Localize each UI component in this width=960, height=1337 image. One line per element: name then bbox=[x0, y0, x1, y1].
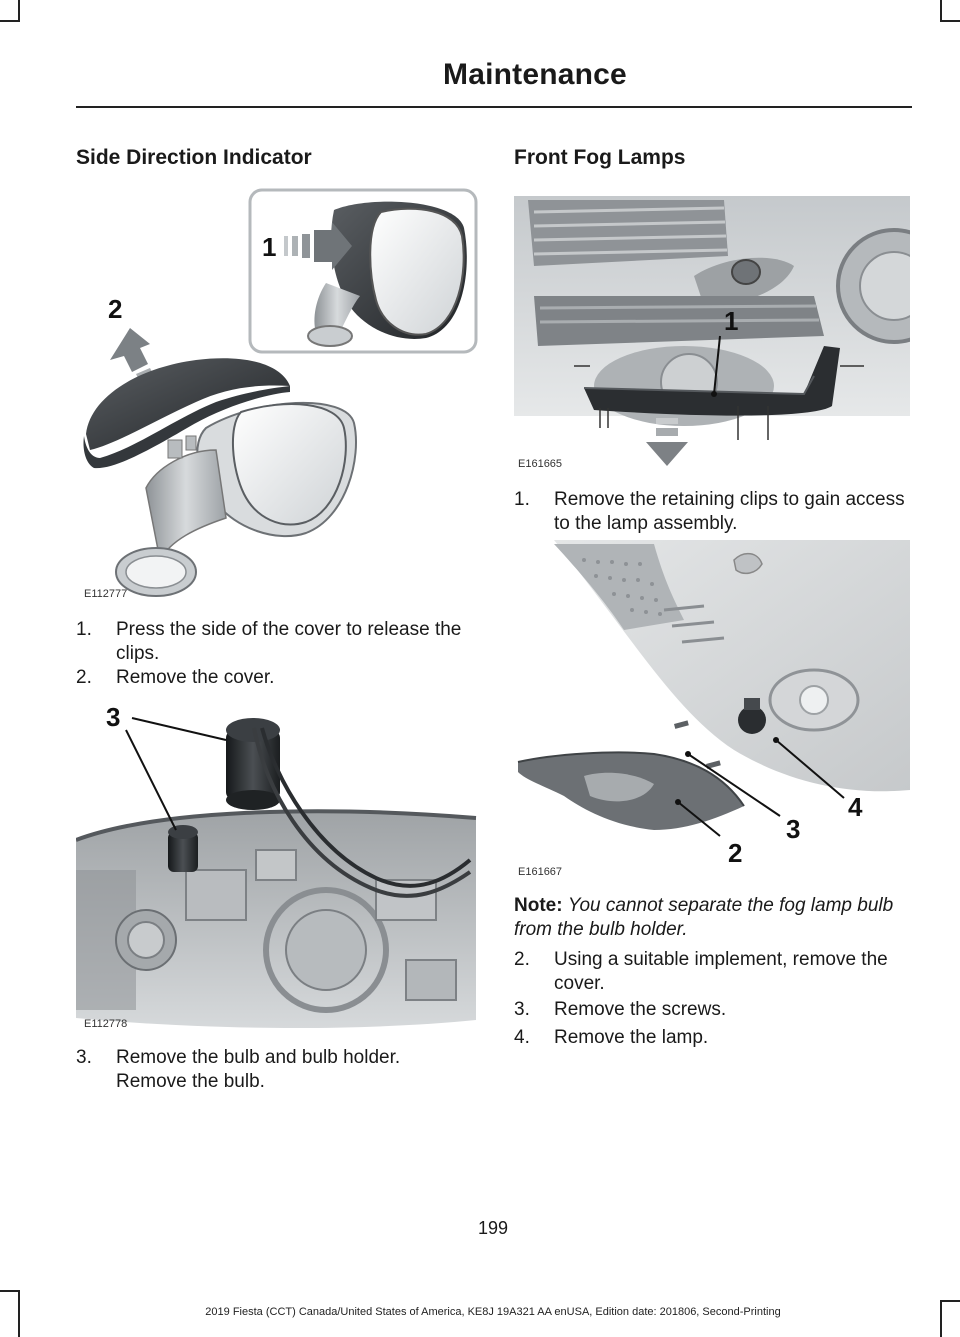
step-number: 1. bbox=[76, 619, 92, 640]
crop-mark bbox=[18, 1290, 20, 1337]
step-text: Remove the retaining clips to gain acces… bbox=[554, 489, 905, 534]
crop-mark bbox=[940, 0, 942, 22]
callout-3: 3 bbox=[786, 814, 800, 844]
page-footer: 2019 Fiesta (CCT) Canada/United States o… bbox=[205, 1306, 781, 1318]
note-text: You cannot separate the fog lamp bulb fr… bbox=[514, 895, 894, 940]
step-item: 2. Remove the cover. bbox=[76, 666, 476, 690]
page-header-title: Maintenance bbox=[443, 58, 627, 91]
bulb-holder-illustration: 3 bbox=[75, 702, 477, 1028]
step-text: Remove the lamp. bbox=[554, 1027, 709, 1048]
step-text: Remove the bulb and bulb holder. Remove … bbox=[116, 1047, 401, 1092]
step-number: 3. bbox=[514, 999, 530, 1020]
figure-code: E112777 bbox=[84, 588, 128, 600]
figure-fog-lamp-removal: 4 3 2 E161667 bbox=[514, 540, 910, 880]
step-text: Press the side of the cover to release t… bbox=[116, 619, 462, 664]
figure-code: E161667 bbox=[518, 866, 563, 878]
step-text: Remove the screws. bbox=[554, 999, 727, 1020]
step-item: 4. Remove the lamp. bbox=[514, 1026, 910, 1050]
step-number: 2. bbox=[514, 949, 530, 970]
crop-mark bbox=[940, 1300, 960, 1302]
step-number: 2. bbox=[76, 667, 92, 688]
step-item: 3. Remove the bulb and bulb holder. Remo… bbox=[76, 1046, 476, 1094]
crop-mark bbox=[940, 1300, 942, 1337]
figure-bulb-holder: 3 E112778 bbox=[75, 700, 480, 1036]
crop-mark bbox=[18, 0, 20, 22]
figure-bumper-clips: 1 E161665 bbox=[514, 196, 952, 476]
step-item: 1. Press the side of the cover to releas… bbox=[76, 618, 476, 666]
callout-4: 4 bbox=[848, 792, 863, 822]
step-text: Remove the cover. bbox=[116, 667, 275, 688]
note-label: Note: bbox=[514, 895, 563, 916]
step-item: 3. Remove the screws. bbox=[514, 998, 910, 1022]
mirror-cover-illustration: 1 2 bbox=[83, 188, 478, 597]
figure-code: E161665 bbox=[518, 458, 563, 470]
step-item: 1. Remove the retaining clips to gain ac… bbox=[514, 488, 910, 536]
callout-1: 1 bbox=[724, 306, 738, 336]
section-title-side-indicator: Side Direction Indicator bbox=[76, 146, 312, 169]
section-title-fog-lamps: Front Fog Lamps bbox=[514, 146, 686, 169]
crop-mark bbox=[0, 20, 20, 22]
fog-lamp-removal-illustration: 4 3 2 bbox=[517, 540, 910, 868]
callout-1: 1 bbox=[262, 232, 276, 262]
figure-code: E112778 bbox=[84, 1018, 128, 1030]
crop-mark bbox=[0, 1290, 20, 1292]
callout-3: 3 bbox=[106, 702, 120, 732]
step-number: 4. bbox=[514, 1027, 530, 1048]
figure-mirror-cover: 1 2 E112777 bbox=[76, 188, 480, 608]
step-number: 3. bbox=[76, 1047, 92, 1068]
callout-2: 2 bbox=[108, 294, 122, 324]
header-divider bbox=[76, 106, 912, 108]
note-paragraph: Note: You cannot separate the fog lamp b… bbox=[514, 894, 910, 942]
bumper-clips-illustration: 1 bbox=[514, 196, 952, 466]
crop-mark bbox=[940, 20, 960, 22]
page-number: 199 bbox=[477, 1218, 509, 1238]
step-number: 1. bbox=[514, 489, 530, 510]
step-text: Using a suitable implement, remove the c… bbox=[554, 949, 888, 994]
step-item: 2. Using a suitable implement, remove th… bbox=[514, 948, 910, 996]
callout-2: 2 bbox=[728, 838, 742, 868]
